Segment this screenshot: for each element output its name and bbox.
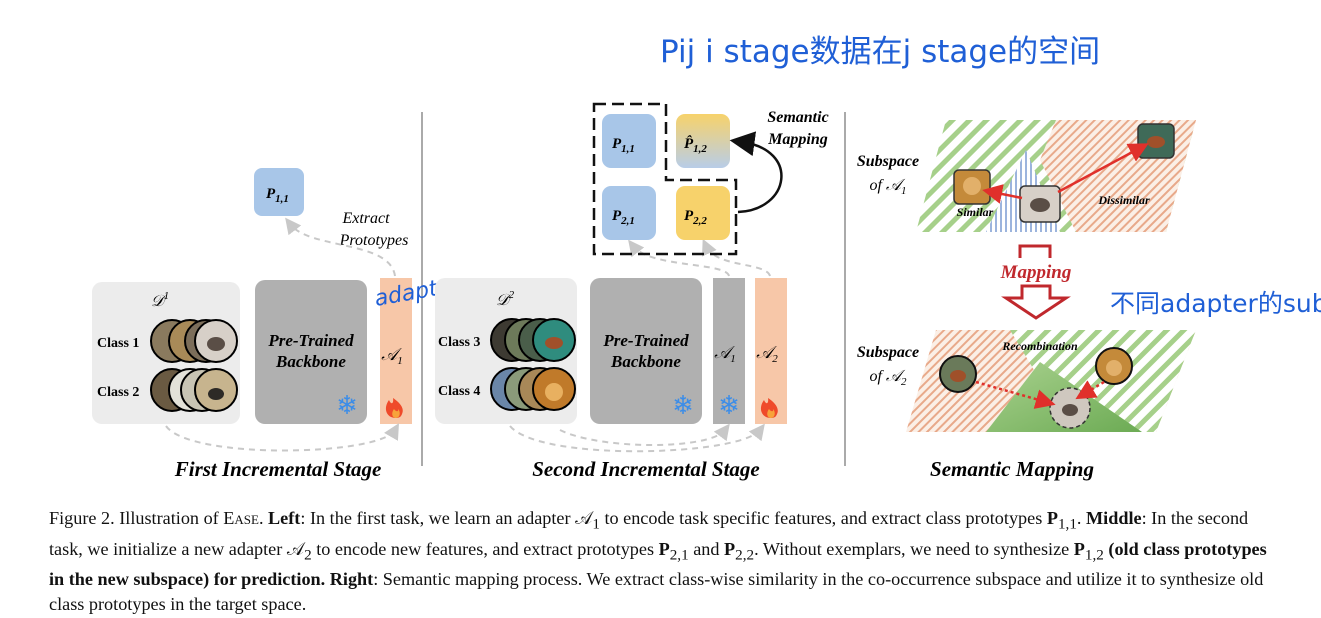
adapter-a2-label: 𝒜2	[756, 343, 778, 365]
semantic-mapping-label-b: Mapping	[767, 131, 828, 148]
dissimilar-label: Dissimilar	[1097, 193, 1150, 207]
prototype-p12-hat	[676, 114, 730, 168]
caption-math: P	[1073, 538, 1085, 559]
caption-sub: 2,1	[669, 546, 689, 564]
lion-image-top	[953, 169, 991, 205]
caption-text: and	[688, 538, 725, 559]
caption-bold-note: (old class prototypes in the new subspac…	[49, 538, 1267, 590]
cat-image-top	[1019, 185, 1061, 223]
adapter-1	[380, 278, 412, 424]
dataset-label-2: 𝒟2	[496, 289, 515, 309]
caption-text: to encode task specific features, and ex…	[599, 508, 1047, 528]
prototype-p11-first-label: P1,1	[266, 186, 289, 205]
recombine-arrow-1	[975, 380, 1056, 409]
backbone-label-2b: Backbone	[610, 352, 681, 371]
flow-arrow-2	[509, 423, 765, 453]
caption-text: : In the first task, we learn an adapter…	[300, 508, 593, 528]
caption-sub: 2	[304, 546, 312, 564]
caption-math: P	[658, 538, 670, 559]
class1-images	[150, 319, 238, 363]
caption-sub: 1,1	[1057, 515, 1077, 533]
mapping-down-arrow	[1001, 284, 1071, 320]
caption-text: .	[258, 508, 269, 528]
prototype-group-box	[592, 102, 738, 256]
backbone-1	[255, 280, 367, 424]
extract-label-a: Extract	[341, 210, 390, 227]
backbone-label-1b: Backbone	[275, 352, 346, 371]
bird-image-bottom	[939, 355, 977, 393]
adapter-a1-frozen	[713, 278, 745, 424]
caption-math: P	[724, 538, 736, 559]
class-label-3: Class 3	[438, 335, 480, 350]
caption-middle-label: Middle	[1086, 508, 1142, 528]
caption-text: : In the second task, we initialize a ne…	[49, 508, 1249, 559]
stage-title-1: First Incremental Stage	[174, 457, 382, 481]
caption-text: .	[1076, 508, 1086, 528]
bird-image-top	[1137, 123, 1175, 159]
handwritten-note-right-a: 不同adapter的subspace	[1110, 289, 1321, 318]
caption-right-label: Right	[325, 569, 374, 590]
extract-arrow-1	[285, 217, 396, 277]
snowflake-icon: ❄	[672, 391, 694, 420]
flow-arrow-1	[165, 423, 400, 452]
backbone-label-1a: Pre-Trained	[267, 331, 354, 350]
prototype-p11-first	[254, 168, 304, 216]
caption-text: to encode new features, and extract prot…	[311, 538, 659, 559]
subspace1-label-b: of 𝒜1	[869, 177, 906, 197]
figure-illustration: 𝒟1 Class 1 Class 2 Pre-Trained Backbone …	[92, 34, 1321, 481]
prototype-p11-label: P1,1	[612, 136, 635, 155]
lion-image-bottom	[1095, 347, 1133, 385]
snowflake-icon: ❄	[336, 391, 358, 420]
mapping-bracket	[1018, 244, 1052, 258]
dataset-label-1: 𝒟1	[151, 290, 169, 310]
class-label-4: Class 4	[438, 384, 480, 399]
class2-images	[150, 368, 238, 412]
adapter-a2	[755, 278, 787, 424]
semantic-mapping-label-a: Semantic	[767, 109, 828, 126]
prototype-p21-label: P2,1	[612, 208, 635, 227]
extract-arrow-2a	[628, 239, 730, 277]
semantic-mapping-arrow	[729, 131, 783, 214]
prototype-p11	[602, 114, 656, 168]
caption-method: Ease	[223, 508, 259, 528]
caption-sub: 1	[592, 515, 600, 533]
caption-sub: 1,2	[1084, 546, 1104, 564]
subspace2-label-b: of 𝒜2	[869, 368, 907, 388]
extract-label-b: Prototypes	[339, 232, 409, 249]
class4-images	[490, 367, 576, 411]
prototype-p22	[676, 186, 730, 240]
similar-label: Similar	[957, 205, 994, 219]
class-label-1: Class 1	[97, 336, 139, 351]
recombination-label: Recombination	[1001, 339, 1078, 353]
class-label-2: Class 2	[97, 385, 139, 400]
subspace2-label-a: Subspace	[857, 344, 919, 361]
backbone-2	[590, 278, 702, 424]
adapter-a1-label: 𝒜1	[714, 343, 736, 365]
stage-title-2: Second Incremental Stage	[532, 457, 760, 481]
adapter-label-1: 𝒜1	[381, 345, 403, 367]
subspace1-label-a: Subspace	[857, 153, 919, 170]
backbone-label-2a: Pre-Trained	[602, 331, 689, 350]
similar-arrow	[982, 184, 1023, 204]
prototype-p12-label: P̂1,2	[684, 134, 707, 155]
prototype-p21	[602, 186, 656, 240]
mapping-label: Mapping	[1000, 262, 1072, 283]
caption-sub: 2,2	[735, 546, 755, 564]
extract-arrow-2b	[702, 238, 771, 277]
class3-images	[490, 318, 576, 362]
handwritten-note-top: Pij i stage数据在j stage的空间	[660, 34, 1100, 70]
caption-text: . Without exemplars, we need to synthesi…	[754, 538, 1074, 559]
recombine-arrow-2	[1075, 380, 1105, 400]
figure-caption: Figure 2. Illustration of Ease. Left: In…	[49, 506, 1279, 617]
flow-arrow-2b	[559, 423, 730, 446]
prototype-p22-label: P2,2	[684, 208, 707, 227]
caption-math: P	[1046, 508, 1058, 528]
caption-text: : Semantic mapping process. We extract c…	[49, 569, 1264, 615]
stage-title-3: Semantic Mapping	[930, 457, 1094, 481]
caption-left-label: Left	[268, 508, 301, 528]
dissimilar-arrow	[1057, 143, 1149, 194]
snowflake-icon: ❄	[718, 391, 740, 420]
caption-fig-label: Figure 2. Illustration of	[49, 508, 224, 528]
